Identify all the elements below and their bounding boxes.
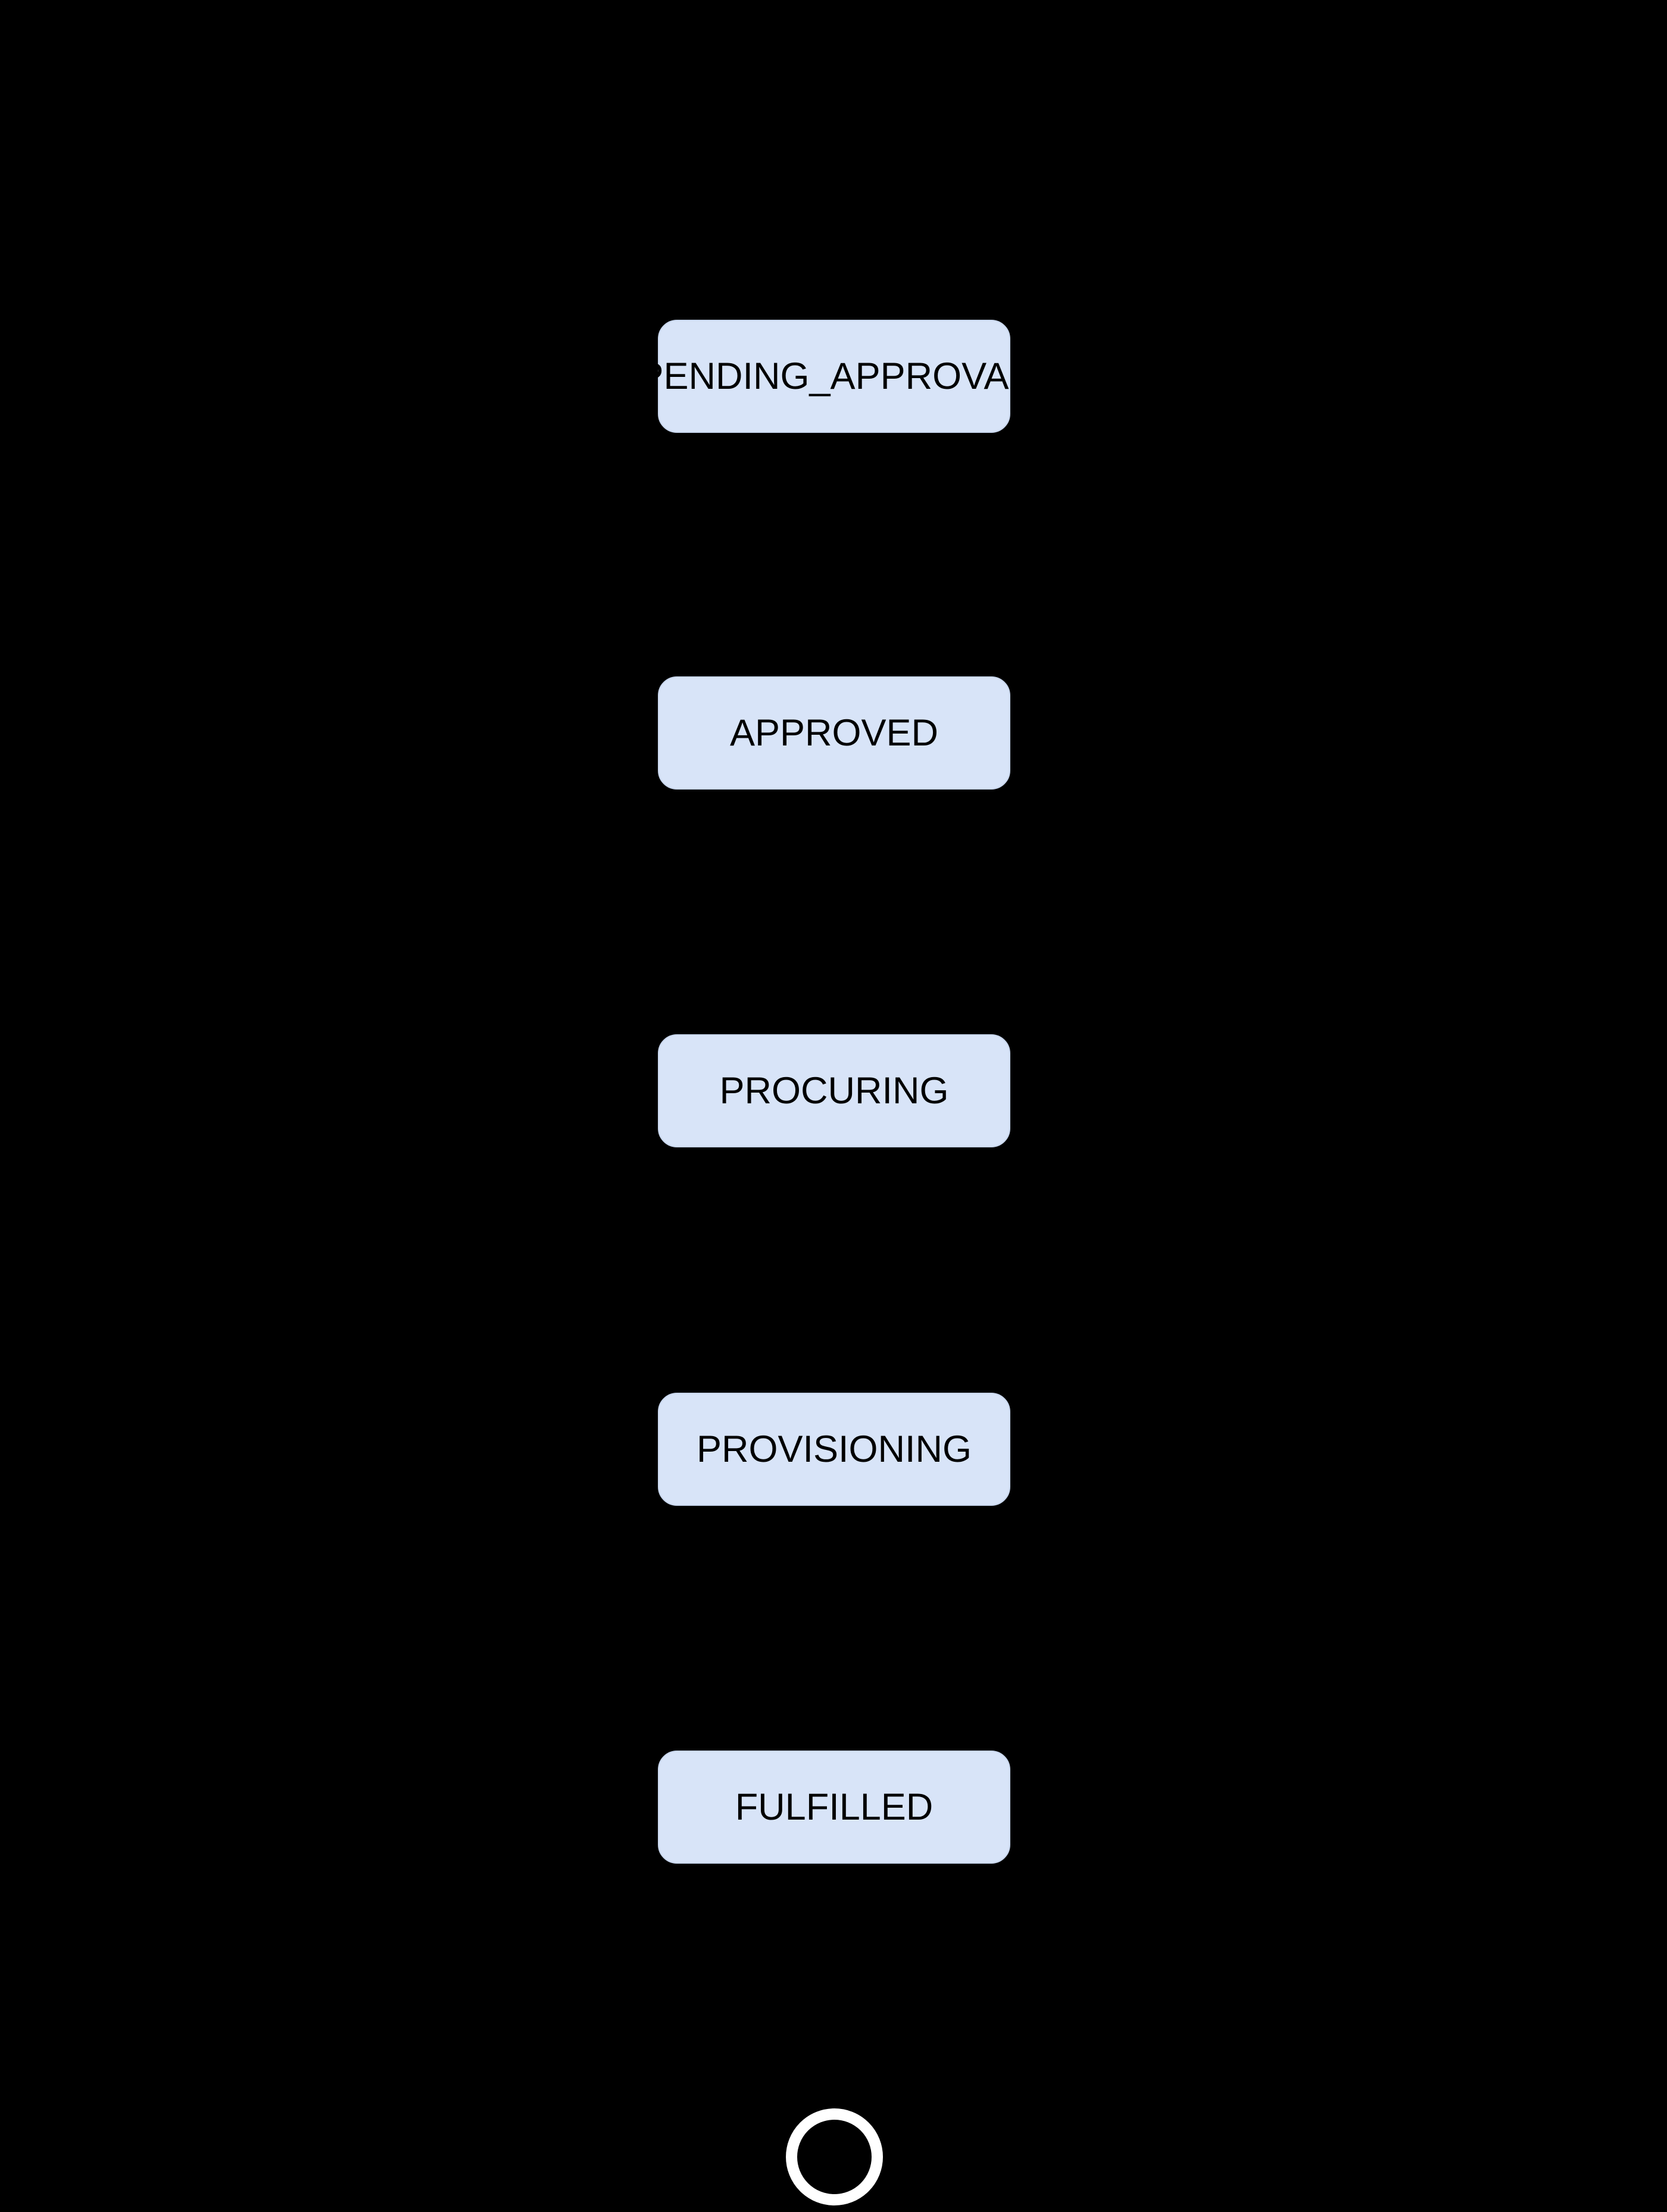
- state-label-provisioning: PROVISIONING: [696, 1428, 972, 1470]
- state-node-procuring: PROCURING: [658, 1034, 1010, 1147]
- state-node-provisioning: PROVISIONING: [658, 1393, 1010, 1506]
- final-state-circle-icon: [786, 2108, 883, 2205]
- state-label-fulfilled: FULFILLED: [735, 1786, 934, 1828]
- state-node-pending-approval: PENDING_APPROVAL: [638, 320, 1030, 433]
- state-label-pending-approval: PENDING_APPROVAL: [638, 355, 1030, 397]
- state-node-approved: APPROVED: [658, 676, 1010, 790]
- state-label-approved: APPROVED: [729, 712, 939, 754]
- state-node-fulfilled: FULFILLED: [658, 1751, 1010, 1864]
- state-label-procuring: PROCURING: [719, 1070, 949, 1112]
